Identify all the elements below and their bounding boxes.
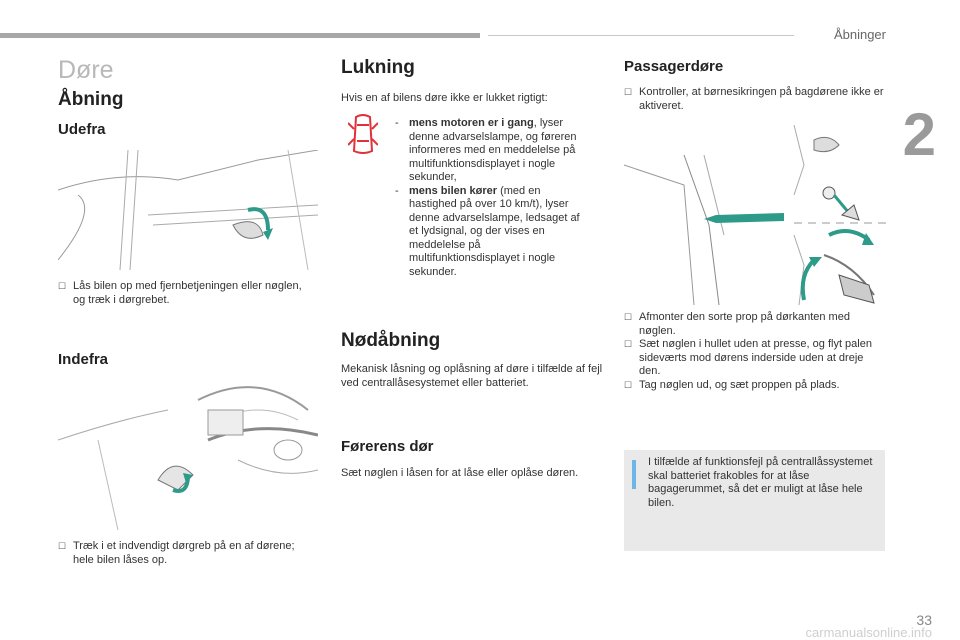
- checkbox-bullet-icon: ☐: [624, 87, 633, 97]
- page-number: 33: [916, 612, 932, 628]
- passenger-steps: ☐Afmonter den sorte prop på dørkanten me…: [624, 311, 886, 392]
- checkbox-bullet-icon: ☐: [58, 541, 67, 551]
- header-bar-left: [0, 33, 480, 38]
- list-item: ☐Sæt nøglen i hullet uden at presse, og …: [624, 338, 872, 377]
- checkbox-bullet-icon: ☐: [624, 379, 633, 390]
- list-item: ☐Afmonter den sorte prop på dørkanten me…: [624, 311, 850, 337]
- closing-item: - mens motoren er i gang, lyser denne ad…: [395, 117, 577, 183]
- checkbox-bullet-icon: ☐: [58, 281, 67, 291]
- heading-closing: Lukning: [341, 57, 415, 78]
- chapter-number: 2: [902, 101, 936, 168]
- header-bar-right: [488, 35, 794, 36]
- illustration-child-lock: [624, 125, 886, 305]
- page-title: Døre: [58, 56, 114, 84]
- section-name: Åbninger: [833, 27, 886, 42]
- illustration-door-handle-outside: [58, 150, 318, 270]
- inside-instruction: ☐Træk i et indvendigt dørgreb på en af d…: [58, 540, 295, 566]
- heading-driver-door: Førerens dør: [341, 438, 434, 455]
- closing-item: - mens bilen kører (med en hastighed på …: [395, 184, 580, 278]
- info-icon: [632, 460, 636, 489]
- info-note: I tilfælde af funktionsfejl på centrallå…: [624, 450, 885, 551]
- illustration-door-handle-inside: [58, 380, 318, 530]
- info-note-text: I tilfælde af funktionsfejl på centrallå…: [648, 456, 873, 509]
- heading-passenger-doors: Passagerdøre: [624, 58, 724, 75]
- closing-list: - mens motoren er i gang, lyser denne ad…: [395, 117, 580, 279]
- driver-door-text: Sæt nøglen i låsen for at låse eller opl…: [341, 467, 579, 479]
- list-item: ☐Tag nøglen ud, og sæt proppen på plads.: [624, 378, 840, 391]
- checkbox-bullet-icon: ☐: [624, 339, 633, 349]
- heading-emergency: Nødåbning: [341, 330, 441, 351]
- heading-inside: Indefra: [58, 351, 109, 368]
- closing-intro: Hvis en af bilens døre ikke er lukket ri…: [341, 92, 548, 104]
- watermark: carmanualsonline.info: [805, 625, 932, 640]
- emergency-text: Mekanisk låsning og oplåsning af døre i …: [341, 363, 603, 389]
- heading-opening: Åbning: [58, 89, 124, 110]
- passenger-intro: ☐Kontroller, at børnesikringen på bagdør…: [624, 86, 884, 112]
- outside-instruction: ☐Lås bilen op med fjernbetjeningen eller…: [58, 280, 302, 306]
- door-open-warning-icon: [347, 113, 379, 155]
- checkbox-bullet-icon: ☐: [624, 312, 633, 322]
- heading-outside: Udefra: [58, 121, 106, 138]
